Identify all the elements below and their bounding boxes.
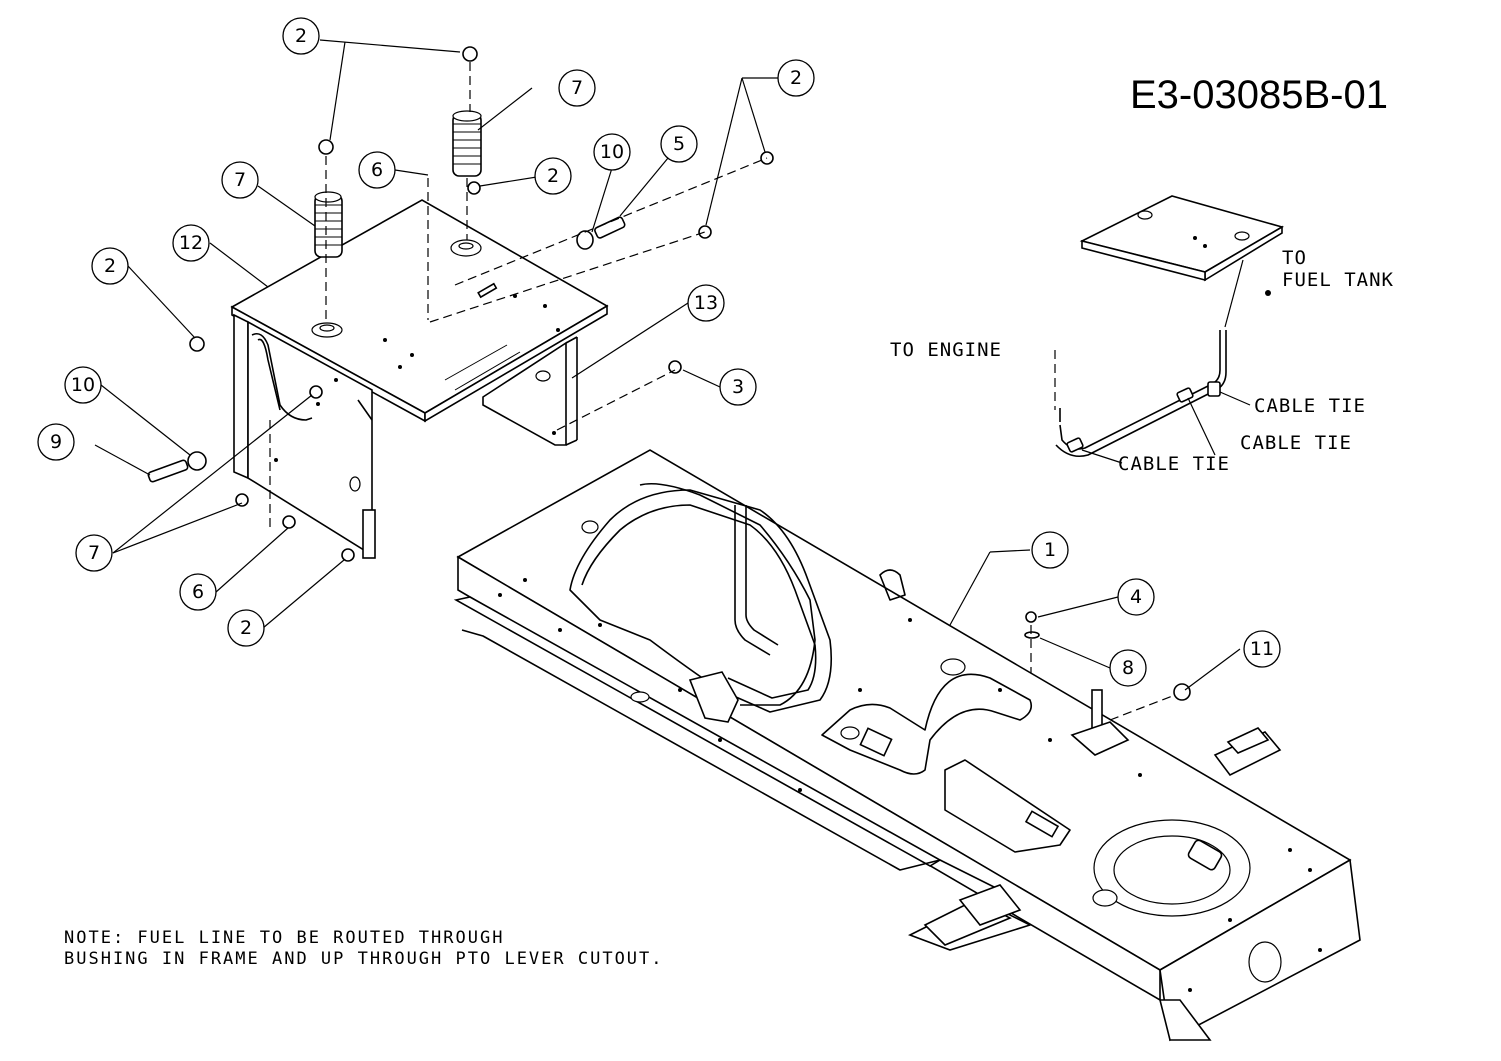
item-balloons: 2 7 2 6 2 10 5 7 12 2 13 3 10 9 7 6 2 1 …: [37, 17, 1281, 687]
note-line1: NOTE: FUEL LINE TO BE ROUTED THROUGH: [64, 928, 504, 948]
svg-text:7: 7: [234, 169, 246, 191]
svg-text:6: 6: [371, 159, 383, 181]
balloon-item: 2: [282, 17, 320, 55]
svg-text:7: 7: [88, 542, 100, 564]
svg-text:2: 2: [790, 67, 802, 89]
balloon-item: 10: [64, 366, 102, 404]
balloon-item: 12: [172, 224, 210, 262]
callout-to-fuel-tank-line1: TO: [1282, 247, 1307, 269]
balloon-item: 13: [687, 284, 725, 322]
balloon-item: 3: [719, 368, 757, 406]
svg-text:6: 6: [192, 581, 204, 603]
balloon-item: 7: [75, 534, 113, 572]
balloon-item: 2: [227, 609, 265, 647]
balloon-item: 6: [179, 573, 217, 611]
svg-text:13: 13: [694, 292, 718, 314]
balloon-item: 10: [593, 133, 631, 171]
svg-text:11: 11: [1250, 638, 1274, 660]
svg-text:9: 9: [50, 431, 62, 453]
seat-pan-assembly: [230, 199, 609, 559]
svg-text:2: 2: [295, 25, 307, 47]
spring-left: [314, 191, 343, 258]
svg-text:2: 2: [104, 255, 116, 277]
svg-text:2: 2: [240, 617, 252, 639]
balloon-item: 7: [221, 161, 259, 199]
callout-to-engine: TO ENGINE: [890, 339, 1002, 361]
text-callouts: TO FUEL TANK TO ENGINE CABLE TIE CABLE T…: [890, 247, 1394, 475]
main-frame: [453, 449, 1361, 1042]
balloon-item: 6: [358, 151, 396, 189]
drawing-id: E3-03085B-01: [1130, 73, 1388, 117]
balloon-item: 8: [1109, 649, 1147, 687]
svg-text:8: 8: [1122, 657, 1134, 679]
callout-cable-tie-2: CABLE TIE: [1240, 432, 1352, 454]
balloon-item: 5: [660, 125, 698, 163]
svg-text:4: 4: [1130, 586, 1142, 608]
callout-cable-tie-3: CABLE TIE: [1118, 453, 1230, 475]
balloon-item: 4: [1117, 578, 1155, 616]
balloon-item: 2: [777, 59, 815, 97]
balloon-item: 9: [37, 423, 75, 461]
balloon-item: 11: [1243, 630, 1281, 668]
callout-cable-tie-1: CABLE TIE: [1254, 395, 1366, 417]
svg-text:12: 12: [179, 232, 203, 254]
svg-text:10: 10: [71, 374, 95, 396]
assembly-note: NOTE: FUEL LINE TO BE ROUTED THROUGH BUS…: [64, 928, 664, 969]
svg-text:5: 5: [673, 133, 685, 155]
svg-text:10: 10: [600, 141, 624, 163]
spring-right: [452, 110, 482, 177]
balloon-item: 2: [534, 157, 572, 195]
balloon-item: 1: [1031, 531, 1069, 569]
leader-lines: [94, 39, 1251, 691]
fasteners: [147, 46, 1191, 701]
fuel-line-detail: [1055, 195, 1285, 458]
balloon-item: 7: [558, 69, 596, 107]
svg-text:1: 1: [1044, 539, 1056, 561]
svg-text:2: 2: [547, 165, 559, 187]
callout-to-fuel-tank-line2: FUEL TANK: [1282, 269, 1394, 291]
svg-text:7: 7: [571, 77, 583, 99]
svg-text:3: 3: [732, 376, 744, 398]
note-line2: BUSHING IN FRAME AND UP THROUGH PTO LEVE…: [64, 949, 664, 969]
balloon-item: 2: [91, 247, 129, 285]
